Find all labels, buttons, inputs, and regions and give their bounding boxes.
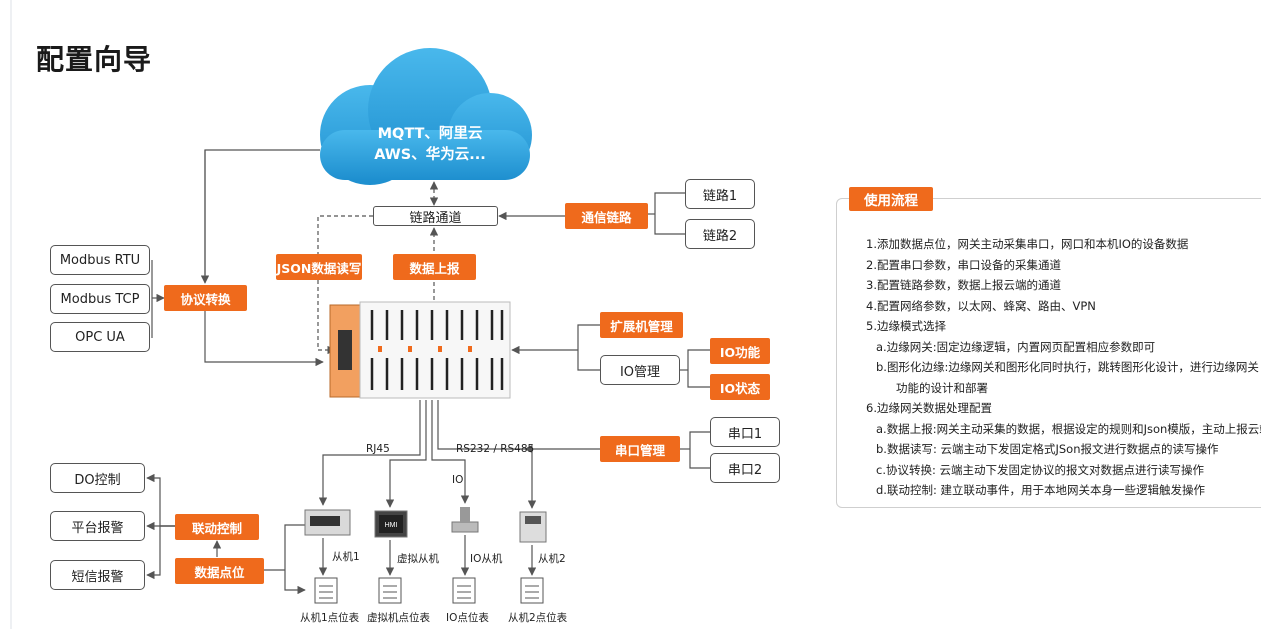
linkage-control-tag: 联动控制 [175,514,259,540]
left-divider [10,0,12,629]
comm-link-tag: 通信链路 [565,203,648,229]
usage-step: 功能的设计和部署 [896,380,988,395]
io-label: IO [452,474,464,486]
data-points-tag: 数据点位 [175,558,264,584]
serial-manage-tag: 串口管理 [600,436,680,462]
hmi-label: HMI [385,522,398,529]
usage-step: a.边缘网关:固定边缘逻辑，内置网页配置相应参数即可 [876,339,1156,354]
modbus-rtu-box: Modbus RTU [50,245,150,275]
link-channel-box: 链路通道 [373,206,498,226]
usage-step: 4.配置网络参数，以太网、蜂窝、路由、VPN [866,298,1096,313]
link2-box: 链路2 [685,219,755,249]
sms-alarm-box: 短信报警 [50,560,145,590]
usage-step: c.协议转换: 云端主动下发固定协议的报文对数据点进行读写操作 [876,462,1205,477]
link1-box: 链路1 [685,179,755,209]
page-title: 配置向导 [36,43,153,76]
cloud-line1: MQTT、阿里云 [377,126,483,142]
protocol-convert-tag: 协议转换 [164,285,247,311]
rj45-label: RJ45 [366,443,390,455]
json-rw-tag: JSON数据读写 [276,254,362,280]
usage-step: 1.添加数据点位，网关主动采集串口，网口和本机IO的设备数据 [866,237,1189,251]
cloud-line2: AWS、华为云... [374,147,486,163]
do-control-box: DO控制 [50,463,145,493]
table2-label: 从机2点位表 [508,612,568,624]
slave2-label: 从机2 [538,553,566,565]
opc-ua-box: OPC UA [50,322,150,352]
table-icon [314,577,544,604]
cloud-icon [320,48,532,185]
io-status-tag: IO状态 [710,374,770,400]
serial2-box: 串口2 [710,453,780,483]
data-report-tag: 数据上报 [393,254,476,280]
io-slave-icon [451,507,479,533]
io-slave-label: IO从机 [470,553,503,565]
usage-step: a.数据上报:网关主动采集的数据，根据设定的规则和Json模版，主动上报云端 [876,421,1261,436]
usage-step: b.图形化边缘:边缘网关和图形化同时执行，跳转图形化设计，进行边缘网关 [876,360,1259,374]
table-io-label: IO点位表 [446,612,489,624]
usage-step: 6.边缘网关数据处理配置 [866,401,992,415]
modbus-tcp-box: Modbus TCP [50,284,150,314]
gateway-device-icon [329,301,511,399]
slave1-label: 从机1 [332,551,360,563]
usage-step: d.联动控制: 建立联动事件，用于本地网关本身一些逻辑触发操作 [876,483,1205,497]
hmi-icon: HMI [374,510,408,538]
platform-alarm-box: 平台报警 [50,511,145,541]
usage-step: b.数据读写: 云端主动下发固定格式JSon报文进行数据点的读写操作 [876,442,1219,456]
io-manage-box: IO管理 [600,355,680,385]
rs-label: RS232 / RS485 [456,443,535,455]
io-function-tag: IO功能 [710,338,770,364]
plc-slave-icon [304,509,351,536]
usage-step: 3.配置链路参数，数据上报云端的通道 [866,278,1061,292]
table-virtual-label: 虚拟机点位表 [367,612,430,624]
usage-title: 使用流程 [849,187,933,211]
usage-steps: 1.添加数据点位，网关主动采集串口，网口和本机IO的设备数据 2.配置串口参数，… [866,234,1261,501]
table1-label: 从机1点位表 [300,612,360,624]
virtual-slave-label: 虚拟从机 [397,553,439,565]
usage-step: 2.配置串口参数，串口设备的采集通道 [866,257,1061,272]
usage-panel [836,198,1261,508]
serial1-box: 串口1 [710,417,780,447]
expansion-manage-tag: 扩展机管理 [600,312,683,338]
slave2-device-icon [519,511,547,543]
usage-step: 5.边缘模式选择 [866,319,946,333]
